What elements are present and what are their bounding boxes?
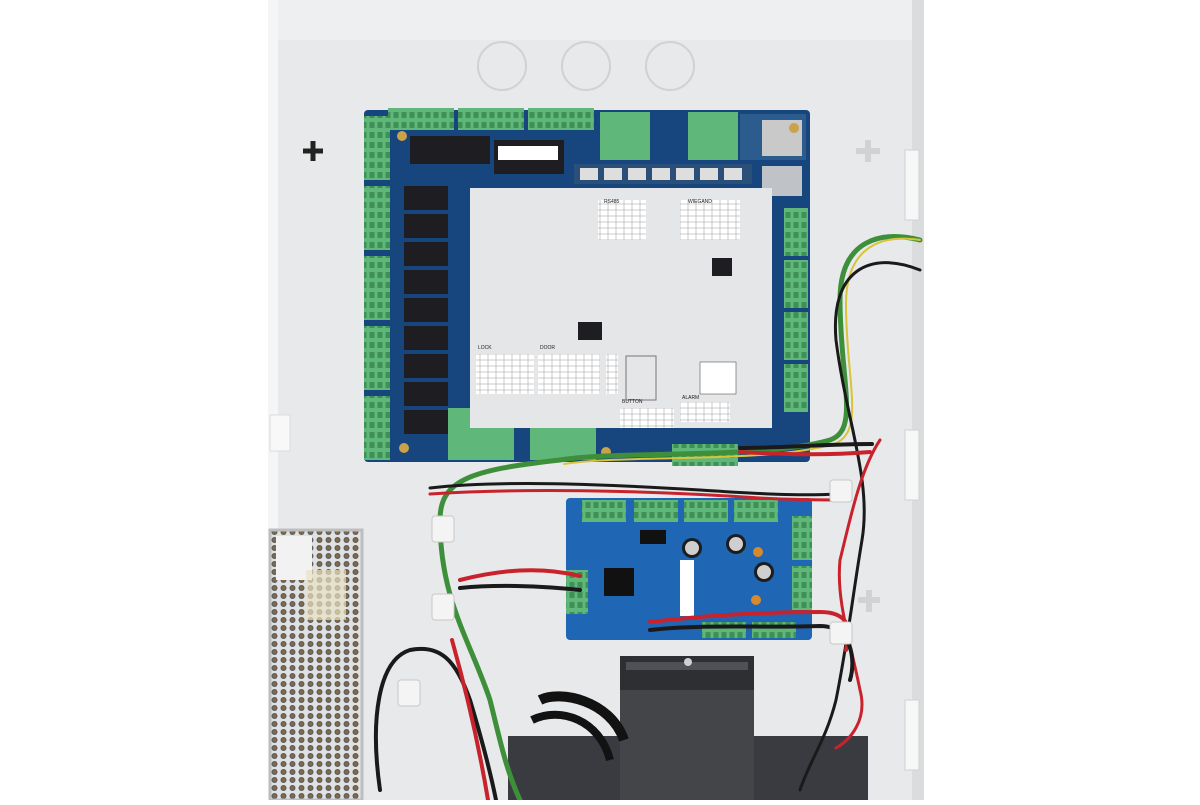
main-board-header-label: RS485 xyxy=(604,199,620,205)
wiring xyxy=(374,234,923,803)
battery-box xyxy=(508,656,868,800)
main-board-header-label: BUTTON xyxy=(622,399,643,405)
main-controller-board xyxy=(364,108,810,466)
main-board-header-label: DOOR xyxy=(540,345,555,351)
power-supply-unit xyxy=(268,528,364,802)
main-board-header-label: ALARM xyxy=(682,395,700,401)
main-board-header-label: WIEGAND xyxy=(688,199,712,205)
cable-ties xyxy=(397,479,853,707)
main-board-header-label: LOCK xyxy=(478,345,492,351)
